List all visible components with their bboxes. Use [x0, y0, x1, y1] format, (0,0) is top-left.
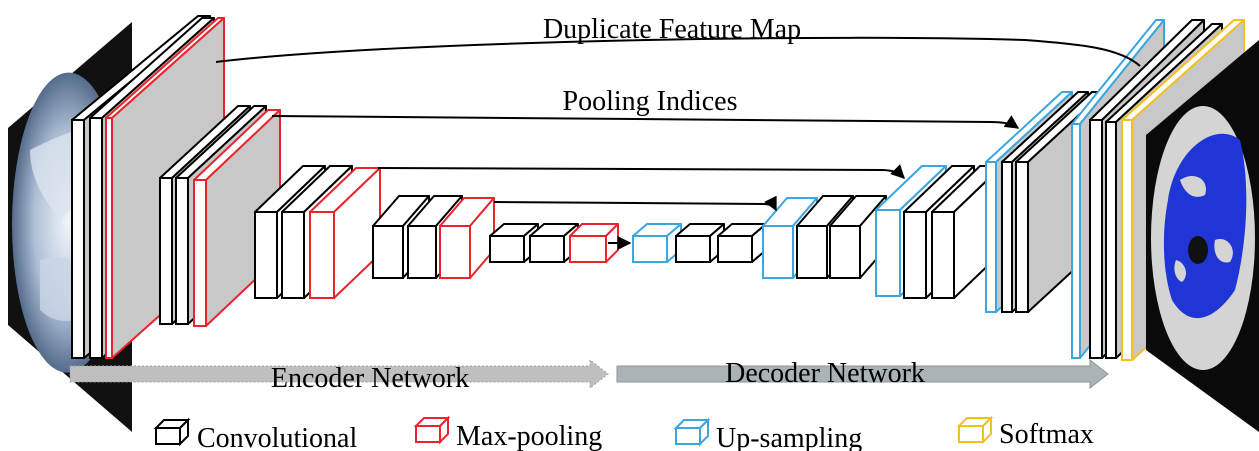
encoder-stage4-pool	[439, 197, 495, 279]
skip-connection-arrows	[215, 36, 1141, 250]
output-segmentation-image	[1146, 40, 1259, 432]
encoder-stage5-pool	[569, 223, 619, 263]
duplicate-feature-map-label: Duplicate Feature Map	[543, 14, 801, 45]
decoder-stage1-upsample	[632, 223, 682, 263]
softmax-cube-icon	[956, 415, 994, 445]
pooling-indices-label: Pooling Indices	[563, 86, 738, 117]
network-blocks	[69, 15, 1259, 447]
pooling-indices-arrow-2	[377, 164, 905, 179]
encoder-network-arrow	[69, 358, 609, 390]
decoder-network-label: Decoder Network	[725, 358, 925, 389]
legend-up-sampling-label: Up-sampling	[716, 423, 862, 451]
decoder-stage1-conv1	[675, 223, 725, 263]
pooling-indices-arrow-3	[493, 195, 777, 212]
pooling-indices-arrow-1	[271, 115, 1020, 129]
up-sampling-cube-icon	[673, 417, 711, 447]
max-pooling-cube-icon	[413, 415, 451, 445]
decoder-stage1-conv2	[717, 223, 767, 263]
duplicate-feature-map-arrow	[215, 36, 1141, 67]
legend-convolutional-label: Convolutional	[197, 423, 357, 451]
legend-max-pooling-label: Max-pooling	[456, 421, 602, 451]
convolutional-cube-icon	[153, 417, 191, 447]
legend-softmax-label: Softmax	[999, 419, 1094, 450]
encoder-network-label: Encoder Network	[271, 363, 469, 394]
decoder-network-arrow	[616, 358, 1109, 390]
